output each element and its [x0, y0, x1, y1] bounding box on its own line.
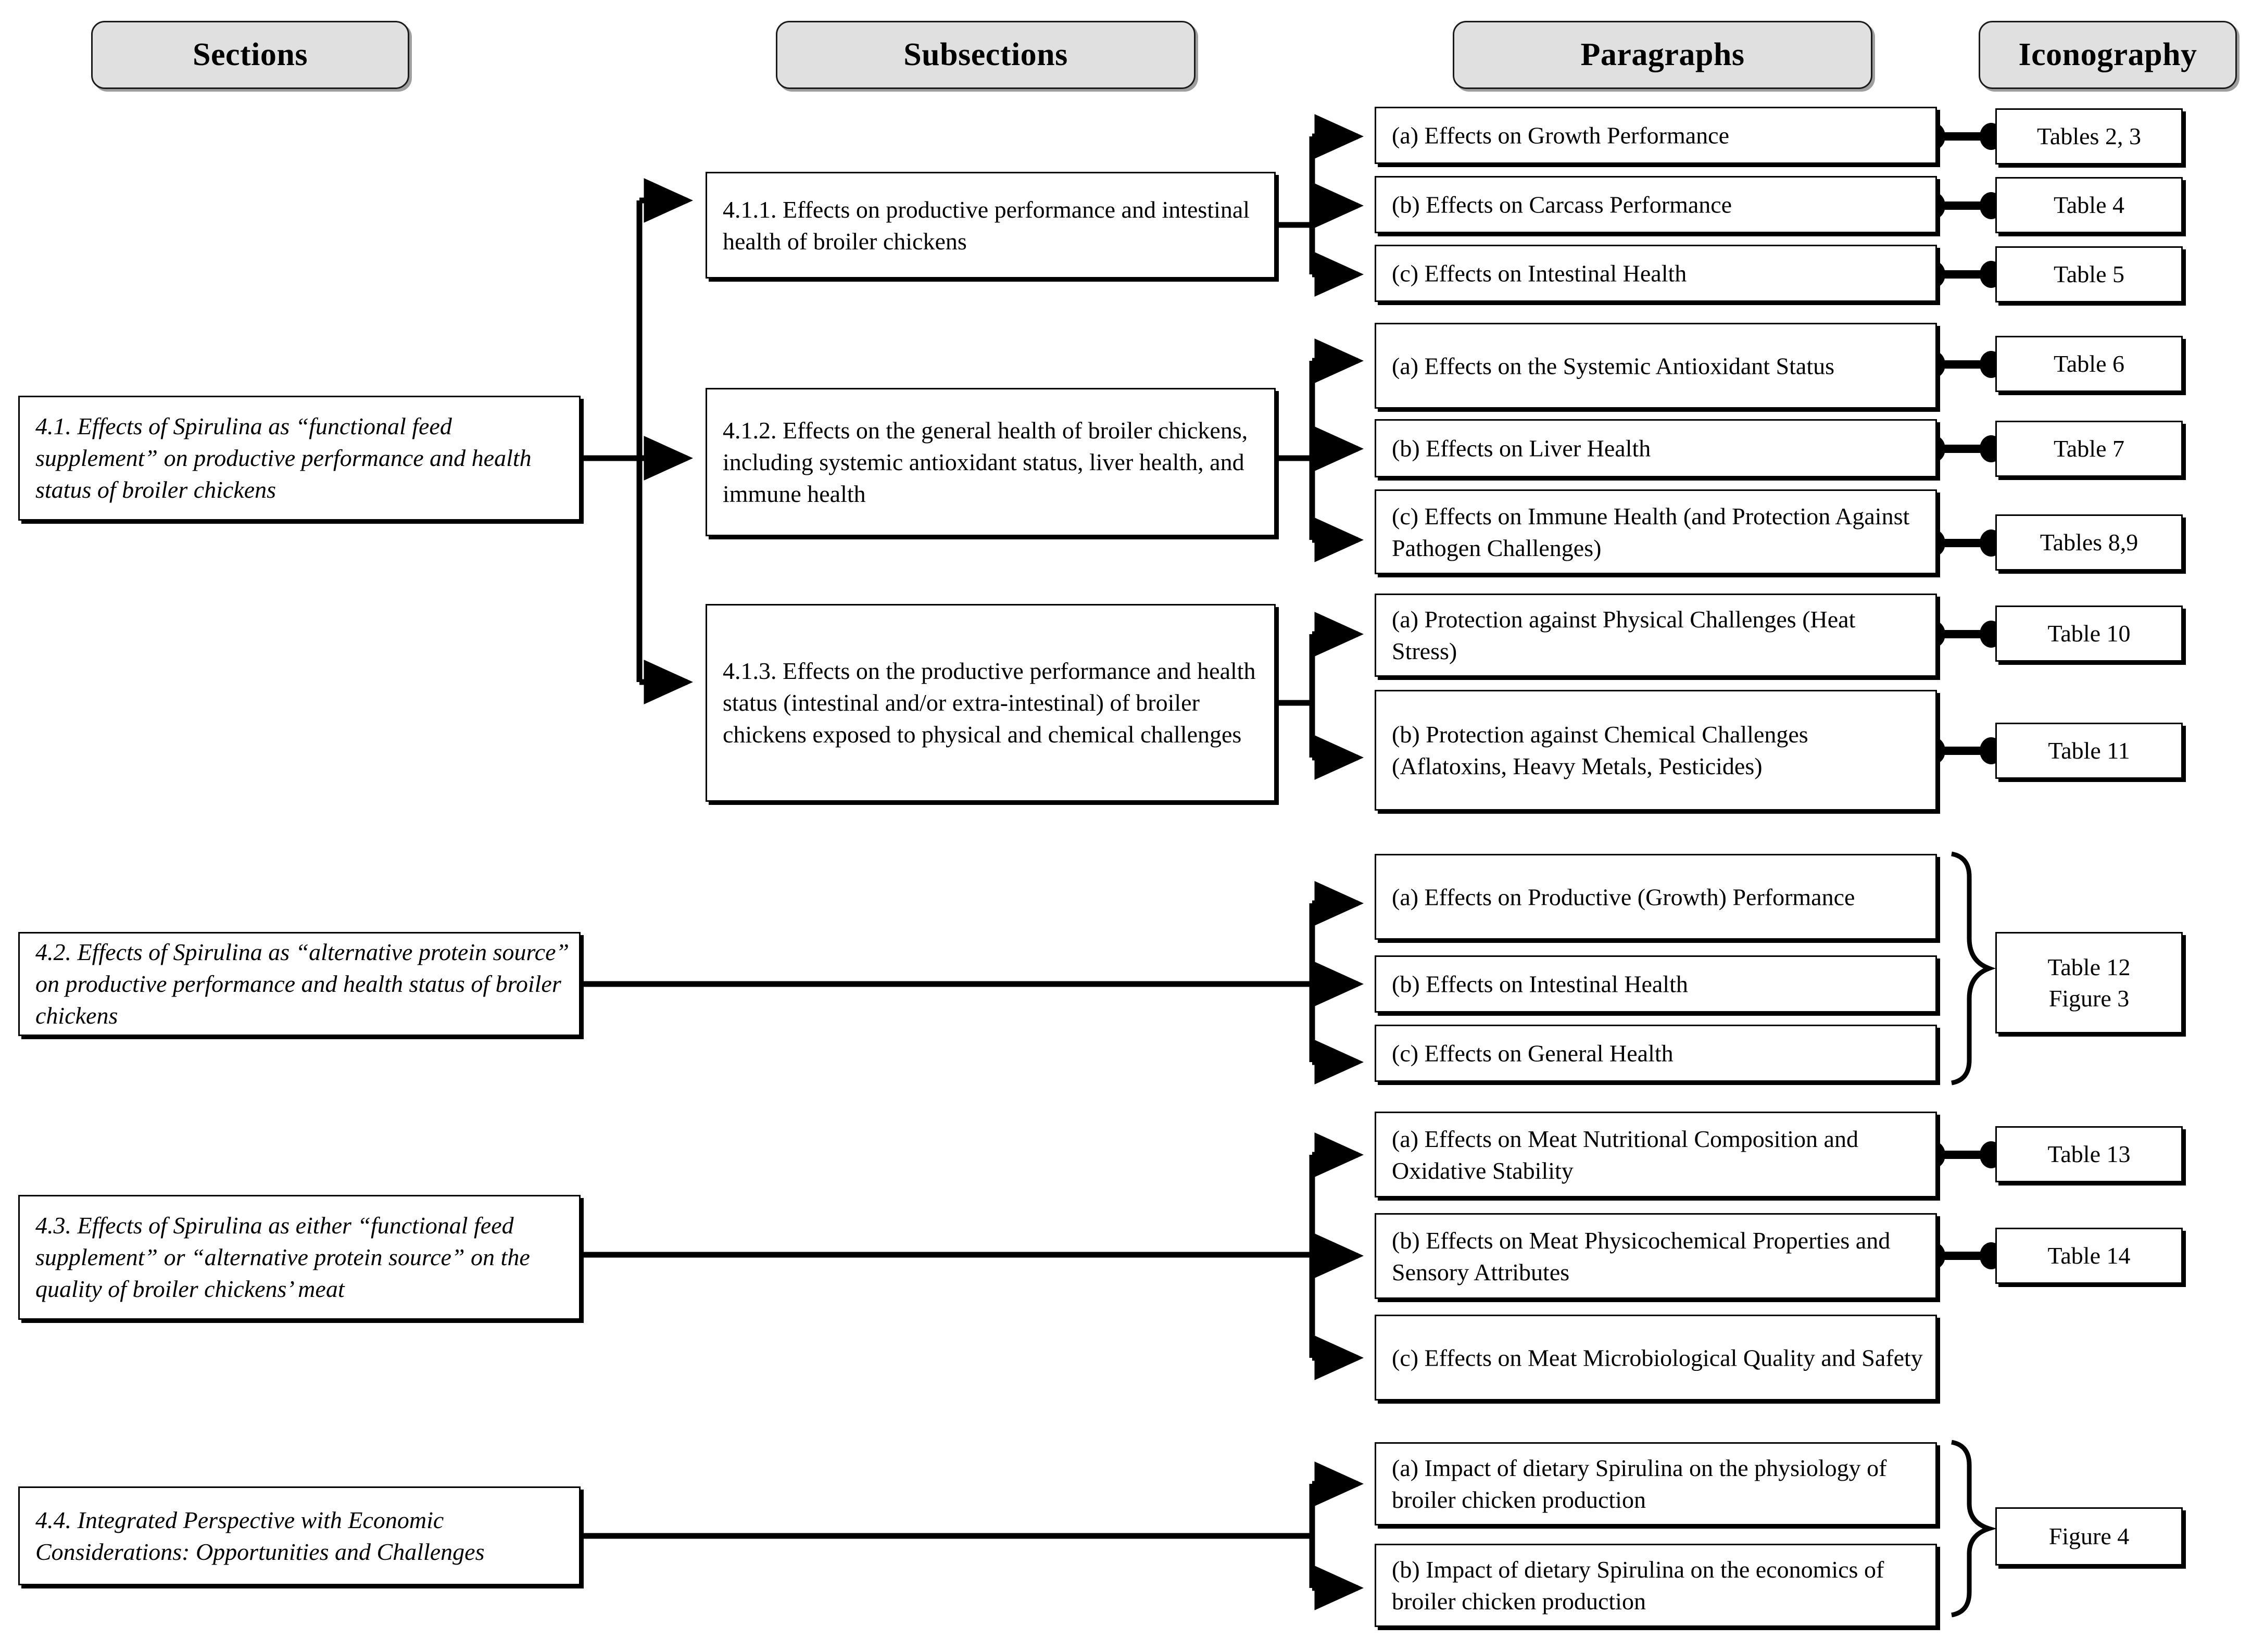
- paragraph-p1c-label: (c) Effects on Intestinal Health: [1392, 260, 1687, 287]
- paragraph-p4b-label: (b) Effects on Intestinal Health: [1392, 970, 1688, 998]
- icon-box-tables-2-3[interactable]: Tables 2, 3: [1995, 108, 2183, 165]
- paragraph-box-p6b[interactable]: (b) Impact of dietary Spirulina on the e…: [1375, 1544, 1937, 1627]
- subsection-box-4-1-3[interactable]: 4.1.3. Effects on the productive perform…: [706, 604, 1276, 802]
- subsection-box-4-1-2[interactable]: 4.1.2. Effects on the general health of …: [706, 388, 1276, 536]
- icon-box-tables-8-9-label: Tables 8,9: [2040, 529, 2138, 556]
- subsection-4-1-2-label: 4.1.2. Effects on the general health of …: [723, 417, 1248, 508]
- icon-box-figure-4[interactable]: Figure 4: [1995, 1507, 2183, 1566]
- icon-box-table-14-label: Table 14: [2047, 1242, 2131, 1269]
- brace-figure4: [1951, 1440, 1997, 1618]
- icon-box-table-5[interactable]: Table 5: [1995, 246, 2183, 302]
- paragraph-box-p1a[interactable]: (a) Effects on Growth Performance: [1375, 107, 1937, 164]
- paragraph-box-p5a[interactable]: (a) Effects on Meat Nutritional Composit…: [1375, 1112, 1937, 1197]
- column-header-iconography: Iconography: [1979, 21, 2237, 89]
- icon-box-table-5-label: Table 5: [2053, 261, 2124, 288]
- icon-box-table-6-label: Table 6: [2053, 350, 2124, 377]
- paragraph-p6a-label: (a) Impact of dietary Spirulina on the p…: [1392, 1454, 1887, 1513]
- icon-box-table-10[interactable]: Table 10: [1995, 606, 2183, 662]
- paragraph-box-p1c[interactable]: (c) Effects on Intestinal Health: [1375, 245, 1937, 302]
- paragraph-p2c-label: (c) Effects on Immune Health (and Protec…: [1392, 502, 1910, 561]
- paragraph-p5a-label: (a) Effects on Meat Nutritional Composit…: [1392, 1125, 1858, 1184]
- paragraph-box-p2b[interactable]: (b) Effects on Liver Health: [1375, 419, 1937, 477]
- brace-group: [1951, 851, 1997, 1618]
- section-box-4-4[interactable]: 4.4. Integrated Perspective with Economi…: [18, 1486, 581, 1585]
- section-box-4-2[interactable]: 4.2. Effects of Spirulina as “alternativ…: [18, 932, 581, 1036]
- icon-box-tables-8-9[interactable]: Tables 8,9: [1995, 514, 2183, 571]
- section-4-4-label: 4.4. Integrated Perspective with Economi…: [35, 1506, 485, 1565]
- icon-box-figure-4-label: Figure 4: [2048, 1523, 2130, 1550]
- paragraph-p5c-label: (c) Effects on Meat Microbiological Qual…: [1392, 1344, 1923, 1371]
- icon-box-table-11-label: Table 11: [2048, 737, 2130, 764]
- column-header-paragraphs-label: Paragraphs: [1580, 37, 1745, 72]
- icon-box-table-12-label: Table 12: [2047, 953, 2131, 980]
- subsection-4-1-1-label: 4.1.1. Effects on productive performance…: [723, 196, 1250, 255]
- paragraph-p2b-label: (b) Effects on Liver Health: [1392, 435, 1651, 462]
- icon-box-tables-2-3-label: Tables 2, 3: [2037, 123, 2141, 150]
- brace-table12-figure3: [1951, 851, 1996, 1086]
- icon-box-table-4[interactable]: Table 4: [1995, 177, 2183, 233]
- column-header-sections-label: Sections: [193, 37, 308, 72]
- paragraph-box-p6a[interactable]: (a) Impact of dietary Spirulina on the p…: [1375, 1442, 1937, 1525]
- paragraph-box-p4b[interactable]: (b) Effects on Intestinal Health: [1375, 955, 1937, 1013]
- icon-box-table-7[interactable]: Table 7: [1995, 421, 2183, 477]
- section-box-4-3[interactable]: 4.3. Effects of Spirulina as either “fun…: [18, 1195, 581, 1320]
- icon-box-table-11[interactable]: Table 11: [1995, 723, 2183, 779]
- paragraph-box-p1b[interactable]: (b) Effects on Carcass Performance: [1375, 176, 1937, 233]
- paragraph-p4c-label: (c) Effects on General Health: [1392, 1040, 1674, 1067]
- icon-box-figure-3-label: Figure 3: [2048, 985, 2130, 1012]
- icon-box-table-7-label: Table 7: [2053, 435, 2124, 462]
- paragraph-p1b-label: (b) Effects on Carcass Performance: [1392, 191, 1732, 218]
- icon-box-table-6[interactable]: Table 6: [1995, 336, 2183, 392]
- paragraph-box-p4c[interactable]: (c) Effects on General Health: [1375, 1025, 1937, 1082]
- paragraph-p3a-label: (a) Protection against Physical Challeng…: [1392, 606, 1856, 664]
- paragraph-p1a-label: (a) Effects on Growth Performance: [1392, 122, 1729, 149]
- column-header-paragraphs: Paragraphs: [1453, 21, 1872, 89]
- subsection-4-1-3-label: 4.1.3. Effects on the productive perform…: [723, 658, 1256, 748]
- paragraph-box-p2a[interactable]: (a) Effects on the Systemic Antioxidant …: [1375, 323, 1937, 409]
- paragraph-box-p4a[interactable]: (a) Effects on Productive (Growth) Perfo…: [1375, 854, 1937, 940]
- icon-box-table-4-label: Table 4: [2053, 192, 2124, 219]
- icon-box-table-10-label: Table 10: [2047, 620, 2131, 647]
- column-header-iconography-label: Iconography: [2018, 37, 2197, 72]
- section-4-3-label: 4.3. Effects of Spirulina as either “fun…: [35, 1212, 530, 1303]
- paragraph-box-p2c[interactable]: (c) Effects on Immune Health (and Protec…: [1375, 489, 1937, 574]
- section-4-1-label: 4.1. Effects of Spirulina as “functional…: [35, 413, 532, 503]
- icon-box-table-14[interactable]: Table 14: [1995, 1228, 2183, 1284]
- paragraph-p3b-label: (b) Protection against Chemical Challeng…: [1392, 721, 1808, 779]
- paragraph-box-p5c[interactable]: (c) Effects on Meat Microbiological Qual…: [1375, 1315, 1937, 1401]
- section-box-4-1[interactable]: 4.1. Effects of Spirulina as “functional…: [18, 396, 581, 521]
- paragraph-box-p5b[interactable]: (b) Effects on Meat Physicochemical Prop…: [1375, 1213, 1937, 1299]
- icon-box-table-13[interactable]: Table 13: [1995, 1126, 2183, 1182]
- subsection-box-4-1-1[interactable]: 4.1.1. Effects on productive performance…: [706, 172, 1276, 279]
- icon-box-table-12-figure-3[interactable]: Table 12 Figure 3: [1995, 932, 2183, 1033]
- icon-box-table-13-label: Table 13: [2047, 1141, 2131, 1168]
- paragraph-p4a-label: (a) Effects on Productive (Growth) Perfo…: [1392, 883, 1855, 910]
- section-4-2-label: 4.2. Effects of Spirulina as “alternativ…: [35, 939, 570, 1029]
- paragraph-p5b-label: (b) Effects on Meat Physicochemical Prop…: [1392, 1227, 1891, 1285]
- paragraph-p2a-label: (a) Effects on the Systemic Antioxidant …: [1392, 352, 1835, 379]
- paragraph-p6b-label: (b) Impact of dietary Spirulina on the e…: [1392, 1556, 1884, 1615]
- paragraph-box-p3a[interactable]: (a) Protection against Physical Challeng…: [1375, 594, 1937, 677]
- column-header-sections: Sections: [91, 21, 409, 89]
- paragraph-box-p3b[interactable]: (b) Protection against Chemical Challeng…: [1375, 690, 1937, 811]
- column-header-subsections: Subsections: [776, 21, 1196, 89]
- column-header-subsections-label: Subsections: [903, 37, 1068, 72]
